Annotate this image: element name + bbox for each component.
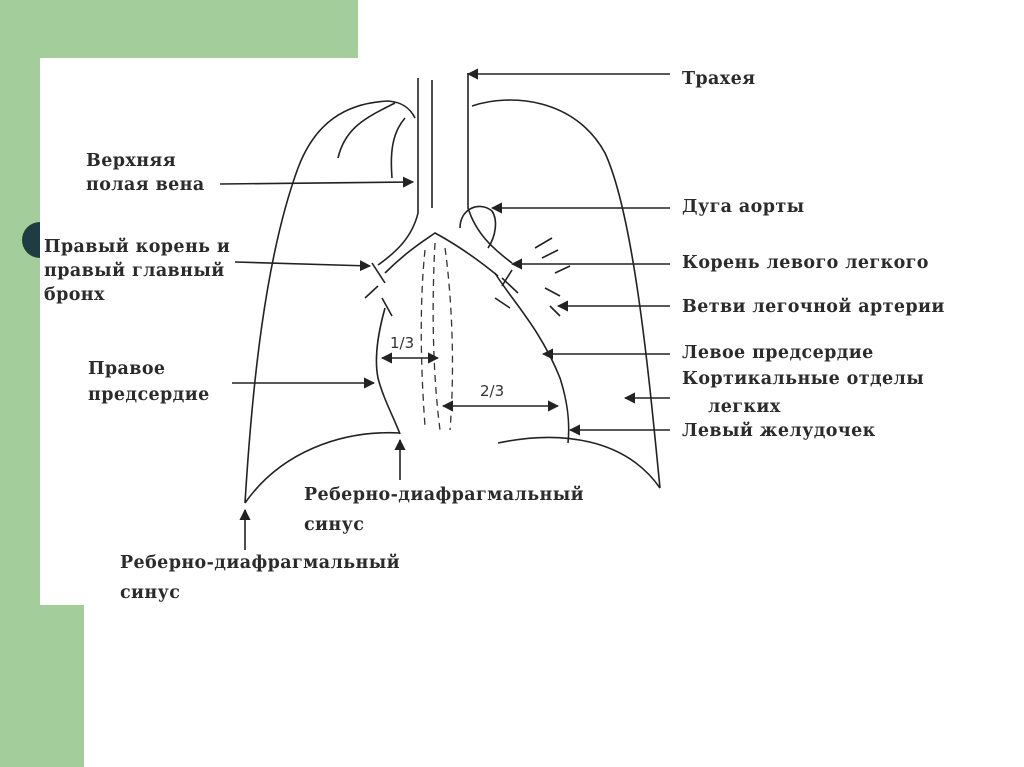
heart-dashed-mid — [432, 242, 441, 431]
right-lung-lower-border — [244, 431, 401, 504]
carina — [384, 232, 499, 277]
label-left-root: Корень левого легкого — [682, 253, 929, 273]
superior-vena-cava — [390, 117, 406, 179]
fraction-one-third: 1/3 — [390, 334, 415, 352]
fraction-two-thirds: 2/3 — [480, 382, 505, 400]
decorative-green-band-bottom — [0, 605, 84, 767]
slide-canvas: 1/3 2/3 Трахея Верхняя полая вена Дуга а… — [40, 58, 1024, 605]
heart-dashed-left — [420, 249, 426, 427]
label-right-root-line1: Правый корень и — [44, 237, 231, 257]
trachea-right-wall — [467, 73, 513, 264]
right-lung-outline — [244, 100, 416, 504]
aortic-arch — [459, 205, 497, 249]
label-svc-line1: Верхняя — [86, 151, 177, 171]
label-sinus-right-line1: Реберно-диафрагмальный — [304, 485, 585, 505]
label-right-atrium-line2: предсердие — [88, 385, 210, 405]
arrow-right-root — [234, 260, 372, 272]
label-cortical-line2: легких — [708, 397, 781, 417]
arrow-svc — [219, 176, 415, 188]
left-lung-lower-border — [497, 436, 661, 489]
label-pulmonary-branches: Ветви легочной артерии — [682, 297, 945, 317]
label-left-ventricle: Левый желудочек — [682, 421, 876, 441]
left-heart-border — [494, 272, 570, 444]
trachea-left-wall — [377, 78, 419, 266]
label-right-root-line3: бронх — [44, 285, 105, 305]
label-svc-line2: полая вена — [86, 175, 205, 195]
chest-xray-diagram — [219, 68, 670, 550]
label-trachea: Трахея — [682, 69, 756, 89]
label-sinus-left-line2: синус — [120, 583, 181, 603]
label-sinus-left-line1: Реберно-диафрагмальный — [120, 553, 401, 573]
label-aortic-arch: Дуга аорты — [682, 197, 805, 217]
label-sinus-right-line2: синус — [304, 515, 365, 535]
right-heart-border — [375, 307, 401, 435]
heart-dashed-right — [444, 247, 454, 431]
label-left-atrium: Левое предсердие — [682, 343, 874, 363]
label-right-atrium-line1: Правое — [88, 359, 166, 379]
label-cortical-line1: Кортикальные отделы — [682, 369, 925, 389]
label-right-root-line2: правый главный — [44, 261, 225, 281]
decorative-green-band-top — [0, 0, 358, 58]
